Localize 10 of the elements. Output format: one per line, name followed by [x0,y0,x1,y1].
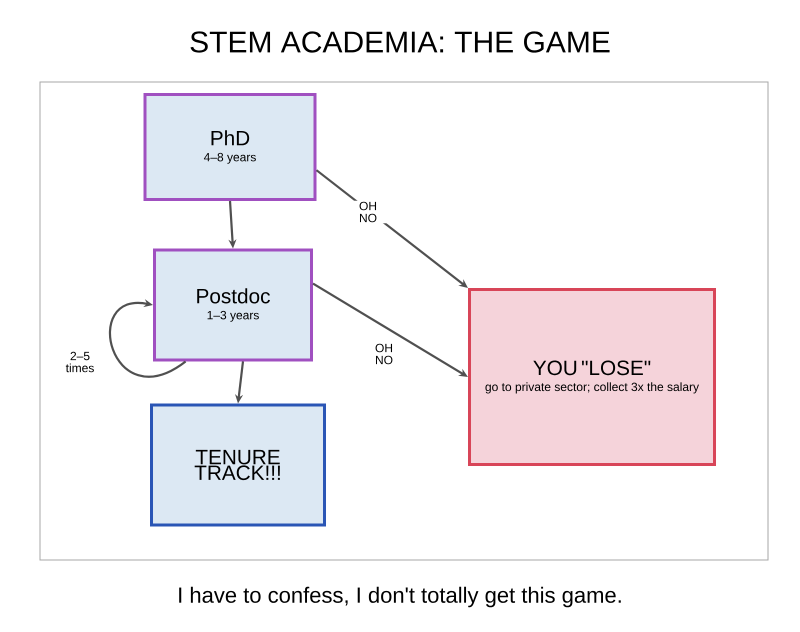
title: STEM ACADEMIA: THE GAME [190,31,610,53]
flow-box: TENURE TRACK!!! [150,404,326,526]
flow-box: Postdoc 1–3 years [153,248,313,362]
edge-label: OH NO [365,342,403,366]
edge-label: 2–5 times [61,350,99,374]
edge-label: OH NO [349,200,387,224]
arrow [109,299,186,378]
caption: I have to confess, I don't totally get this game. [179,586,621,608]
flow-box: PhD 4–8 years [144,93,316,201]
flow-box: YOU "LOSE" go to private sector; collect 3x the salary [468,288,716,466]
